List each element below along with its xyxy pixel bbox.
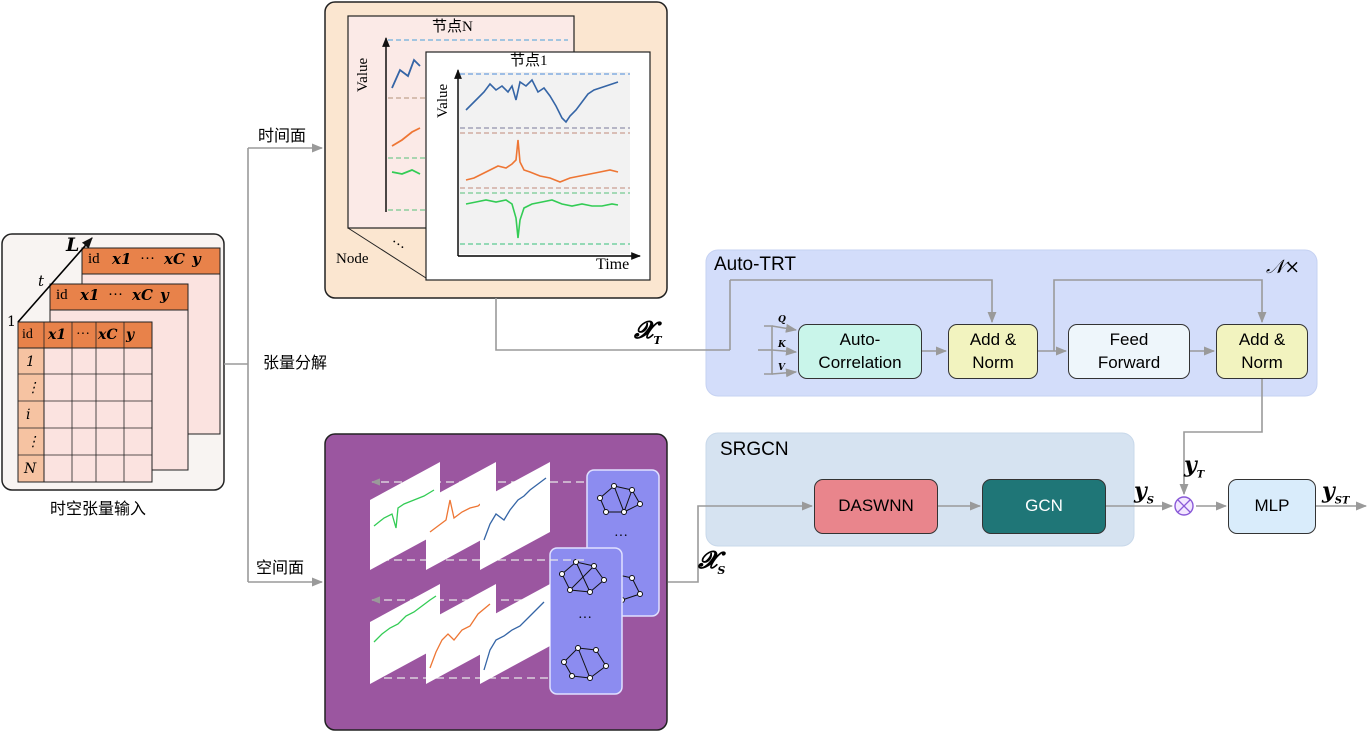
header-x1: x1 [48,327,67,343]
branch-connectors [224,143,324,587]
k-label: K [778,340,786,350]
series-blue-line [465,78,619,124]
header-id: id [22,327,33,342]
header-dots: ··· [76,327,90,342]
feed-forward-block: Feed Forward [1068,324,1190,379]
space-plane-label: 空间面 [256,560,305,577]
row-label: i [26,407,31,423]
node-n-title: 节点N [432,19,473,35]
header-y: y [160,286,169,304]
v-label: V [778,363,785,373]
row-label: ⋮ [26,434,40,450]
row-label: ⋮ [26,380,40,396]
upper-green-card [370,462,440,570]
yt-subscript: T [1196,469,1205,481]
xs-symbol: 𝓧S [698,548,725,576]
lower-green-card [370,584,440,684]
yt-symbol: 𝒚T [1184,454,1204,480]
row-label: 1 [26,354,35,370]
xs-main: 𝓧 [698,545,718,574]
auto-correlation-block: Auto- Correlation [798,324,922,379]
graph-icon [597,483,643,515]
tensor-layer-1 [17,321,153,483]
node-n-value-label: Value [355,57,371,92]
time-axis-label: Time [596,256,630,273]
add-norm-block-1: Add & Norm [948,324,1038,379]
mlp-block: MLP [1228,479,1316,534]
graph-front-ellipsis: ··· [578,611,592,626]
auto-trt-title: Auto-TRT [714,254,797,275]
yst-symbol: 𝒚ST [1322,480,1349,506]
series-green-line [465,199,619,239]
row-label: N [24,461,37,477]
xt-main: 𝓧 [634,315,654,344]
series-orange-line [465,139,619,183]
yst-subscript: ST [1334,495,1350,507]
space-panel [324,433,668,731]
lower-blue-card [480,584,550,684]
repeat-label: 𝒩× [1266,256,1301,278]
xs-subscript: S [717,563,726,577]
combine-node [1174,496,1194,516]
header-id: id [56,287,68,303]
xt-symbol: 𝓧T [634,318,662,346]
daswnn-block: DASWNN [814,479,938,534]
header-id: id [88,251,100,267]
ys-main: 𝒚 [1134,478,1147,504]
xt-subscript: T [653,333,662,347]
srgcn-title: SRGCN [720,439,789,460]
add-norm-block-2: Add & Norm [1216,324,1308,379]
header-y: y [192,250,201,268]
tensor-decomposition-label: 张量分解 [263,355,328,372]
yst-main: 𝒚 [1322,478,1335,504]
header-x1: x1 [112,250,132,268]
gcn-block: GCN [982,479,1106,534]
q-label: Q [778,315,786,325]
lower-orange-card [426,584,496,684]
header-x1: x1 [80,286,100,304]
time-plane-label: 时间面 [258,128,307,145]
header-xC: xC [164,250,185,268]
ys-subscript: S [1146,495,1155,507]
header-xC: xC [132,286,153,304]
upper-orange-card [426,462,496,570]
header-dots: ··· [140,251,155,267]
tensor-time-axis [17,237,93,323]
ys-symbol: 𝒚S [1134,480,1154,506]
node-axis-label: Node [336,251,369,267]
flow-connectors [495,279,1368,583]
axis-1-label: 1 [7,314,16,330]
yt-main: 𝒚 [1184,452,1197,478]
header-y: y [126,327,135,343]
axis-L-label: L [66,234,80,256]
graph-back-ellipsis: ··· [614,529,628,544]
axis-t-label: t [38,272,45,290]
node-1-value-label: Value [435,83,451,118]
input-tensor [1,233,225,491]
header-dots: ··· [108,287,123,303]
node-1-title: 节点1 [510,53,548,69]
input-caption: 时空张量输入 [50,501,147,518]
time-panel [324,1,668,299]
upper-blue-card [480,462,550,570]
header-xC: xC [98,327,118,343]
